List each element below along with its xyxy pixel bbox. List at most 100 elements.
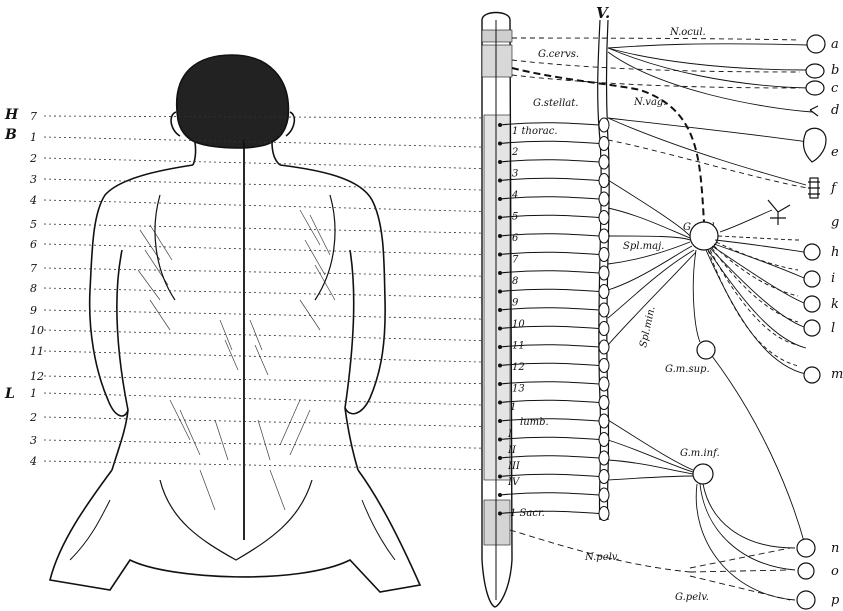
- organ-l: [804, 320, 820, 336]
- organ-o: [798, 563, 814, 579]
- level-line: [44, 393, 500, 406]
- nerve-root: [498, 216, 502, 220]
- level-label: 2: [29, 152, 37, 165]
- nerve-root: [498, 401, 502, 405]
- thorac-number: 5: [512, 212, 518, 223]
- chain-ganglion: [599, 451, 609, 465]
- lumbar-number: II: [507, 445, 517, 456]
- thorac-number: 6: [512, 233, 519, 244]
- chain-ganglion: [599, 359, 609, 373]
- level-label: 9: [30, 304, 37, 317]
- nerve-root: [498, 512, 502, 516]
- organ-d-vessel: [810, 106, 818, 116]
- nerve-root: [498, 160, 502, 164]
- organ-a-eye: [807, 35, 825, 53]
- level-label: 12: [30, 370, 44, 383]
- organ-n: [797, 539, 815, 557]
- organ-letters: abcdefghiklmnop: [830, 37, 843, 608]
- chain-ganglion: [599, 377, 609, 391]
- organ-c-gland: [806, 81, 824, 95]
- ganglion-msup-label: G.m.sup.: [665, 364, 710, 375]
- level-label: 4: [29, 455, 37, 468]
- nerve-root: [498, 493, 502, 497]
- organ-letter-e: e: [831, 145, 839, 160]
- organ-letter-b: b: [831, 63, 839, 78]
- level-line: [44, 330, 500, 341]
- nerve-root: [498, 308, 502, 312]
- level-label: 7: [30, 110, 37, 123]
- level-line: [44, 351, 500, 363]
- level-line: [44, 244, 500, 255]
- level-label: 7: [30, 262, 37, 275]
- thorac-number: 9: [512, 298, 519, 309]
- level-line: [44, 310, 500, 320]
- nerve-root: [498, 475, 502, 479]
- label-thorac: 1 thorac.: [512, 126, 558, 137]
- level-label: 4: [29, 194, 37, 207]
- level-label: 3: [30, 434, 37, 447]
- nerve-splmin-label: Spl.min.: [638, 305, 657, 348]
- chain-ganglion: [599, 248, 609, 262]
- spinal-nerve: [500, 123, 599, 125]
- nerve-splmaj-label: Spl.maj.: [623, 241, 664, 252]
- chain-ganglion: [599, 229, 609, 243]
- organ-f-lung: [808, 178, 820, 198]
- spinal-nerve: [500, 289, 599, 291]
- nerve-root: [498, 364, 502, 368]
- organ-k: [804, 296, 820, 312]
- level-label: 1: [30, 387, 37, 400]
- organ-letter-m: m: [831, 367, 843, 382]
- nerve-ocul-label: N.ocul.: [669, 27, 706, 38]
- organ-g-stomach: [768, 200, 790, 225]
- organ-letter-l: l: [831, 321, 835, 336]
- chain-ganglion: [599, 470, 609, 484]
- level-line: [44, 158, 500, 169]
- chain-ganglion: [599, 118, 609, 132]
- label-lumb-first: 1: [510, 402, 516, 413]
- chain-ganglion: [599, 303, 609, 317]
- nerve-root: [498, 179, 502, 183]
- ganglion-minf-label: G.m.inf.: [680, 448, 720, 459]
- chain-ganglion: [599, 488, 609, 502]
- level-label: 3: [30, 173, 37, 186]
- organ-letter-n: n: [831, 541, 839, 556]
- level-label: 11: [30, 345, 44, 358]
- organ-letter-f: f: [830, 181, 838, 196]
- level-label: 1: [30, 131, 37, 144]
- nerve-root: [498, 253, 502, 257]
- spinal-nerve: [500, 419, 599, 421]
- nerve-root: [498, 327, 502, 331]
- organ-letter-i: i: [831, 271, 835, 286]
- chain-ganglion: [599, 192, 609, 206]
- region-letter-H: H: [4, 107, 19, 123]
- organ-letter-h: h: [831, 245, 839, 260]
- nerve-root: [498, 197, 502, 201]
- level-line: [44, 440, 500, 449]
- organ-m: [804, 367, 820, 383]
- chain-ganglion: [599, 340, 609, 354]
- nerve-root: [498, 123, 502, 127]
- thorac-number: 13: [512, 384, 525, 395]
- level-line: [44, 288, 500, 298]
- level-label: 10: [30, 324, 44, 337]
- spinal-nerve: [500, 271, 599, 273]
- organ-b-gland: [806, 64, 824, 78]
- chain-ganglion: [599, 155, 609, 169]
- chain-ganglion: [599, 137, 609, 151]
- organ-i: [804, 271, 820, 287]
- ganglion-stellat-label: G.stellat.: [533, 98, 578, 109]
- nerve-root: [498, 456, 502, 460]
- nerve-root: [498, 271, 502, 275]
- chain-ganglion: [599, 285, 609, 299]
- level-line: [44, 268, 500, 277]
- thorac-number: 11: [512, 341, 525, 352]
- nerve-pelv-label: N.pelv.: [584, 552, 619, 563]
- nerve-root: [498, 419, 502, 423]
- level-label: 5: [30, 218, 37, 231]
- nerve-root: [498, 142, 502, 146]
- chain-ganglion: [599, 211, 609, 225]
- spinal-nerve: [500, 437, 599, 439]
- chain-ganglion: [599, 414, 609, 428]
- nerve-vag-label: N.vag.: [633, 97, 666, 108]
